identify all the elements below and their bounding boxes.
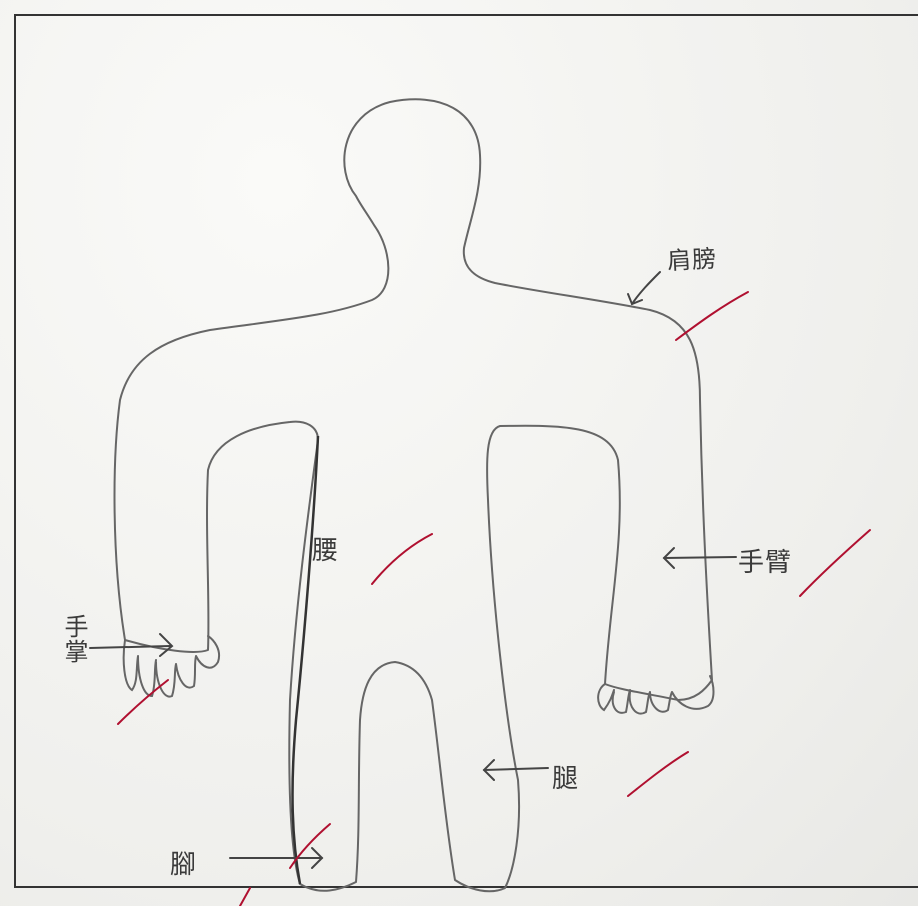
leg-label: 腿	[552, 758, 579, 795]
palm-label: 手掌	[62, 614, 86, 664]
arrow-icon	[90, 272, 736, 868]
body-outline	[115, 99, 712, 891]
waist-crease	[293, 436, 318, 884]
arm-label: 手臂	[738, 542, 792, 579]
foot-label: 腳	[170, 844, 197, 881]
shoulder-label: 肩膀	[666, 239, 718, 277]
waist-label: 腰	[312, 530, 339, 567]
